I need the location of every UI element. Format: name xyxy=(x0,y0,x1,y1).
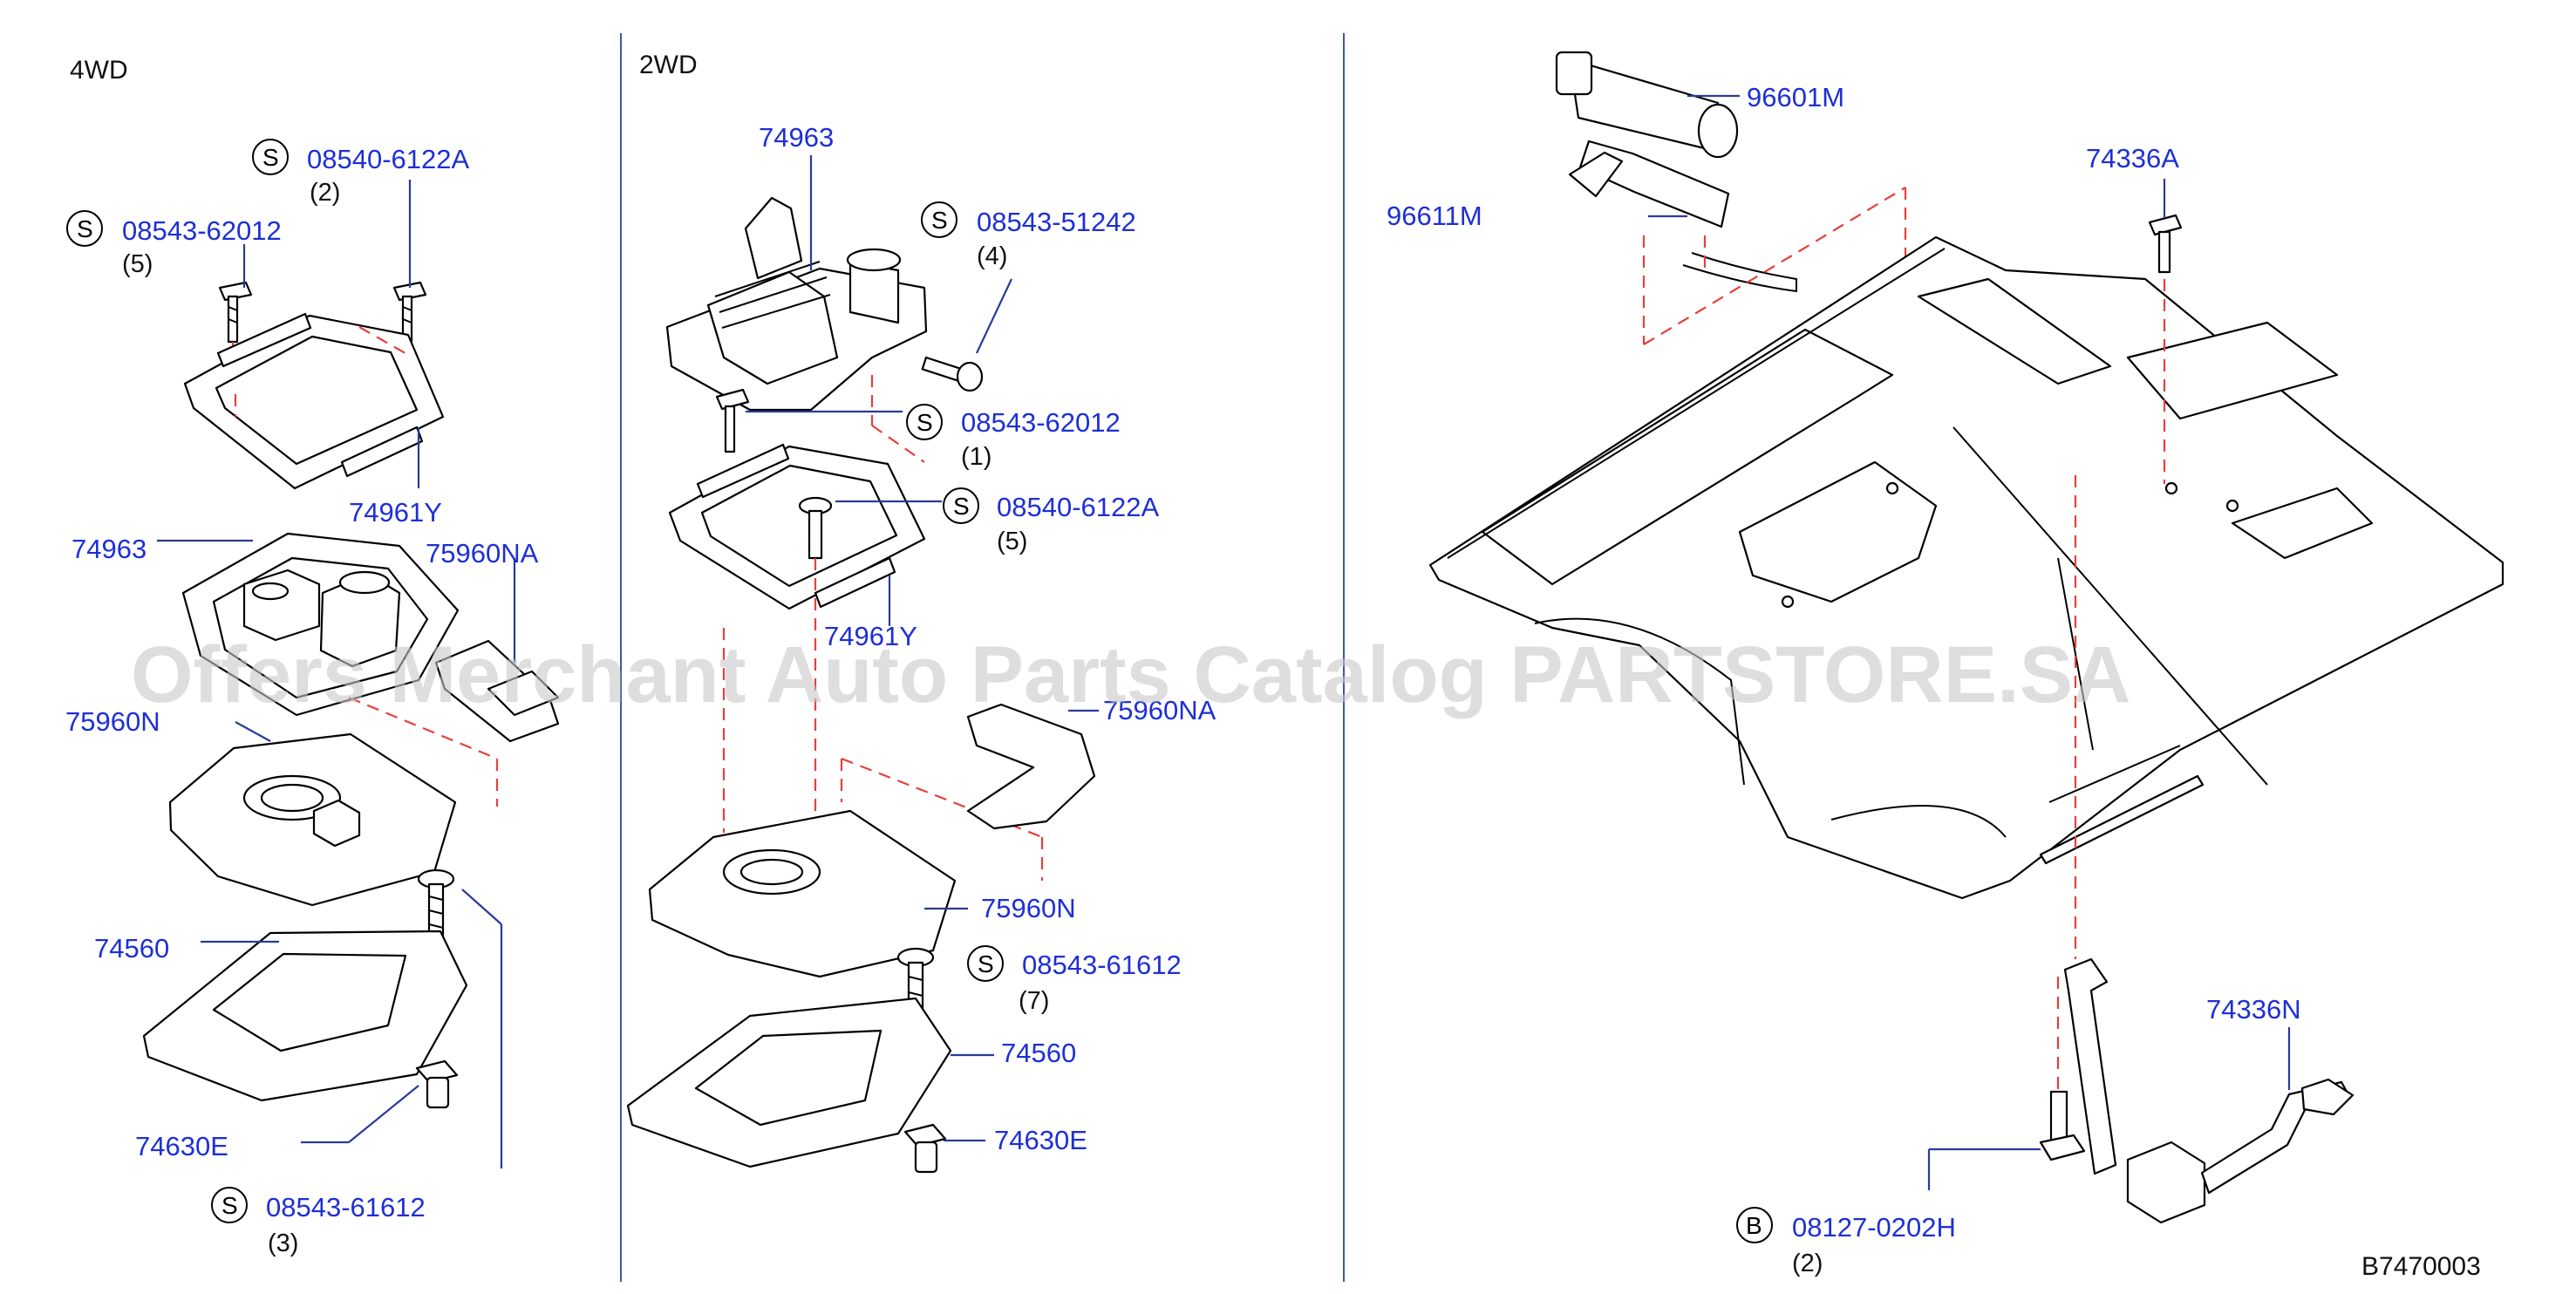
symbol-s: S xyxy=(931,207,948,234)
part-number-08543-61612[interactable]: 08543-61612 xyxy=(266,1192,426,1222)
part-number-96601m[interactable]: 96601M xyxy=(1747,82,1844,112)
retainer-frame-2wd xyxy=(668,443,926,610)
clip-icon xyxy=(415,1059,459,1109)
quantity-label: (7) xyxy=(1019,987,1049,1015)
quantity-label: (1) xyxy=(961,443,992,471)
diagram-code: B7470003 xyxy=(2361,1252,2481,1281)
symbol-s: S xyxy=(77,215,93,242)
part-number-08543-51242[interactable]: 08543-51242 xyxy=(977,207,1136,237)
part-number-74961y[interactable]: 74961Y xyxy=(349,497,442,528)
part-number-74560[interactable]: 74560 xyxy=(94,933,169,964)
symbol-b: B xyxy=(1746,1212,1762,1239)
part-number-74630e-2wd[interactable]: 74630E xyxy=(994,1125,1087,1155)
bolt-icon xyxy=(715,388,750,453)
clip-icon xyxy=(903,1123,947,1174)
part-number-74963-2wd[interactable]: 74963 xyxy=(759,122,834,153)
insulator-block-2wd xyxy=(966,703,1096,830)
symbol-s: S xyxy=(978,950,994,977)
part-number-96611m[interactable]: 96611M xyxy=(1387,201,1482,231)
quantity-label: (2) xyxy=(1792,1250,1823,1277)
shift-boot-2wd xyxy=(665,196,928,412)
part-number-08127-0202h[interactable]: 08127-0202H xyxy=(1792,1212,1956,1243)
part-number-74630e[interactable]: 74630E xyxy=(135,1131,228,1161)
part-number-74336n[interactable]: 74336N xyxy=(2206,994,2301,1025)
symbol-s: S xyxy=(221,1192,238,1219)
symbol-s: S xyxy=(917,409,933,436)
cover-plate-4wd xyxy=(142,930,468,1102)
part-number-74336a[interactable]: 74336A xyxy=(2086,143,2179,174)
cover-plate-2wd xyxy=(626,997,952,1168)
part-number-74560-2wd[interactable]: 74560 xyxy=(1001,1038,1076,1068)
bolt-icon xyxy=(218,281,253,344)
section-2wd-label: 2WD xyxy=(639,51,698,79)
insulator-block-4wd xyxy=(434,639,560,743)
part-number-74961y-2wd[interactable]: 74961Y xyxy=(824,621,917,651)
part-number-75960na[interactable]: 75960NA xyxy=(426,538,539,569)
quantity-label: (3) xyxy=(268,1229,298,1257)
part-number-08543-61612-2wd[interactable]: 08543-61612 xyxy=(1022,950,1182,980)
part-number-08543-62012[interactable]: 08543-62012 xyxy=(122,215,282,246)
part-number-74963[interactable]: 74963 xyxy=(72,534,147,564)
watermark: Offers Merchant Auto Parts Catalog PARTS… xyxy=(131,630,2131,719)
retainer-frame-4wd xyxy=(183,312,445,490)
screw-icon xyxy=(417,868,455,943)
lamp-icon xyxy=(1555,51,1797,293)
insulator-plate-4wd xyxy=(168,732,457,907)
insulator-plate-2wd xyxy=(648,809,957,978)
bolt-icon xyxy=(921,356,984,392)
quantity-label: (2) xyxy=(310,179,340,207)
part-number-75960na-2wd[interactable]: 75960NA xyxy=(1103,695,1216,725)
part-number-08543-62012-2wd[interactable]: 08543-62012 xyxy=(961,407,1121,438)
floor-panel xyxy=(1428,235,2504,900)
shift-boot-4wd xyxy=(181,532,460,717)
fastener-icon xyxy=(2039,1090,2086,1161)
part-number-75960n[interactable]: 75960N xyxy=(65,706,160,737)
part-number-75960n-2wd[interactable]: 75960N xyxy=(981,893,1076,923)
bolt-icon xyxy=(2148,214,2183,274)
quantity-label: (4) xyxy=(977,242,1007,270)
part-number-08540-6122a-2wd[interactable]: 08540-6122A xyxy=(997,492,1159,522)
quantity-label: (5) xyxy=(122,250,153,278)
mount-bracket xyxy=(2063,957,2355,1224)
section-4wd-label: 4WD xyxy=(70,56,128,85)
quantity-label: (5) xyxy=(997,528,1027,555)
symbol-s: S xyxy=(953,493,970,520)
symbol-s: S xyxy=(262,144,279,171)
part-number-08540-6122a[interactable]: 08540-6122A xyxy=(307,144,469,174)
